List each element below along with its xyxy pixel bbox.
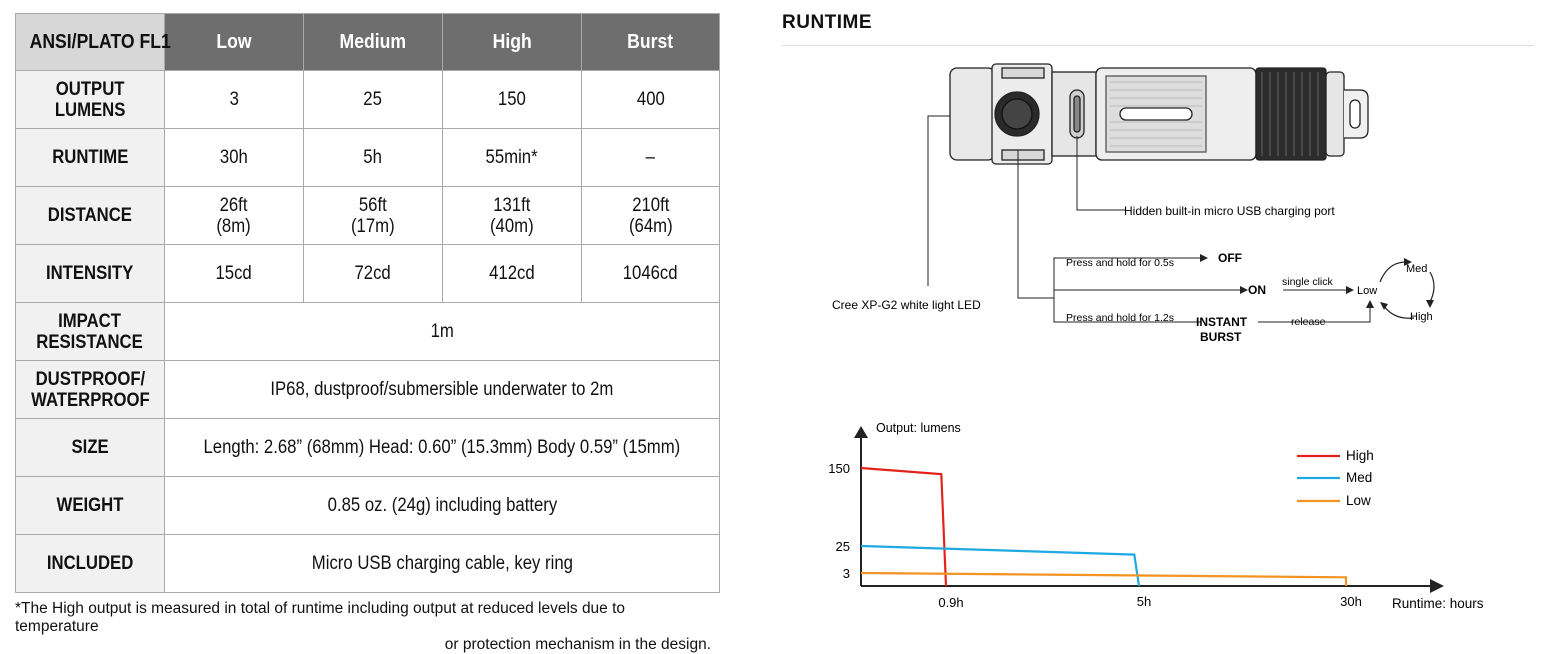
x-tick-label: 5h — [1137, 594, 1151, 609]
table-cell: 30h — [164, 128, 304, 187]
spec-row-output: OUTPUT LUMENS 3 25 150 400 — [15, 70, 720, 129]
spec-row-distance: DISTANCE 26ft (8m) 56ft (17m) 131ft (40m… — [15, 186, 720, 245]
row-label: SIZE — [15, 418, 165, 477]
footnote-line-1: *The High output is measured in total of… — [15, 600, 626, 635]
y-tick-label: 150 — [828, 461, 850, 476]
flashlight-diagram: Hidden built-in micro USB charging port … — [832, 63, 1435, 344]
hold-long-label: Press and hold for 1.2s — [1066, 312, 1174, 324]
spec-row-runtime: RUNTIME 30h 5h 55min* – — [15, 128, 720, 187]
table-cell: 1046cd — [581, 244, 720, 303]
section-title: RUNTIME — [782, 12, 873, 33]
row-label: WEIGHT — [15, 476, 165, 535]
series-line-med — [860, 544, 1141, 587]
table-cell: 72cd — [303, 244, 443, 303]
spec-header-row: ANSI/PLATO FL1 Low Medium High Burst — [15, 13, 720, 71]
table-cell: 26ft (8m) — [164, 186, 304, 245]
spec-header-low: Low — [164, 13, 304, 71]
table-cell: 55min* — [442, 128, 582, 187]
single-click-label: single click — [1282, 276, 1334, 288]
x-axis-arrow-icon — [1430, 579, 1444, 593]
row-label: OUTPUT LUMENS — [15, 70, 165, 129]
spec-row-impact: IMPACT RESISTANCE 1m — [15, 302, 720, 361]
y-tick-label: 25 — [836, 539, 850, 554]
hold-short-label: Press and hold for 0.5s — [1066, 257, 1174, 269]
table-cell: – — [581, 128, 720, 187]
footnote-line-2: or protection mechanism in the design. — [444, 636, 711, 653]
row-label: IMPACT RESISTANCE — [15, 302, 165, 361]
instant-label: INSTANT — [1196, 315, 1248, 329]
table-cell-span: 1m — [164, 302, 720, 361]
spec-row-intensity: INTENSITY 15cd 72cd 412cd 1046cd — [15, 244, 720, 303]
table-cell: 412cd — [442, 244, 582, 303]
row-label: DUSTPROOF/ WATERPROOF — [15, 360, 165, 419]
led-label: Cree XP-G2 white light LED — [832, 298, 981, 312]
y-axis-label: Output: lumens — [876, 421, 961, 435]
spec-row-size: SIZE Length: 2.68” (68mm) Head: 0.60” (1… — [15, 418, 720, 477]
runtime-chart: Output: lumens Runtime: hours 150 25 3 0… — [828, 421, 1484, 611]
table-cell-span: Micro USB charging cable, key ring — [164, 534, 720, 593]
table-cell: 15cd — [164, 244, 304, 303]
table-cell: 400 — [581, 70, 720, 129]
x-axis-label: Runtime: hours — [1392, 596, 1484, 611]
spec-row-weight: WEIGHT 0.85 oz. (24g) including battery — [15, 476, 720, 535]
mode-med-label: Med — [1406, 263, 1427, 275]
section-divider — [782, 45, 1534, 46]
table-cell: 25 — [303, 70, 443, 129]
table-cell: 150 — [442, 70, 582, 129]
series-line-low — [860, 571, 1348, 586]
mode-low-label: Low — [1357, 285, 1377, 297]
x-tick-label: 30h — [1340, 594, 1362, 609]
y-axis-arrow-icon — [854, 426, 868, 438]
series-line-high — [860, 466, 948, 587]
chart-legend: High Med Low — [1297, 448, 1374, 508]
table-cell-span: IP68, dustproof/submersible underwater t… — [164, 360, 720, 419]
burst-label: BURST — [1200, 330, 1242, 344]
legend-label-high: High — [1346, 448, 1374, 463]
table-cell: 210ft (64m) — [581, 186, 720, 245]
usb-port-label: Hidden built-in micro USB charging port — [1124, 204, 1335, 218]
table-cell: 3 — [164, 70, 304, 129]
row-label: DISTANCE — [15, 186, 165, 245]
spec-header-medium: Medium — [303, 13, 443, 71]
table-cell: 131ft (40m) — [442, 186, 582, 245]
row-label: RUNTIME — [15, 128, 165, 187]
footnote: *The High output is measured in total of… — [15, 600, 711, 654]
chart-axes — [860, 432, 1436, 587]
legend-label-low: Low — [1346, 493, 1371, 508]
legend-label-med: Med — [1346, 470, 1372, 485]
spec-row-included: INCLUDED Micro USB charging cable, key r… — [15, 534, 720, 593]
table-cell: 56ft (17m) — [303, 186, 443, 245]
row-label: INCLUDED — [15, 534, 165, 593]
spec-header-burst: Burst — [581, 13, 720, 71]
flashlight-illustration — [949, 63, 1369, 165]
release-label: release — [1291, 316, 1326, 328]
spec-table: ANSI/PLATO FL1 Low Medium High Burst OUT… — [15, 13, 720, 593]
y-tick-label: 3 — [843, 566, 850, 581]
spec-row-waterproof: DUSTPROOF/ WATERPROOF IP68, dustproof/su… — [15, 360, 720, 419]
off-label: OFF — [1218, 251, 1242, 265]
table-cell-span: Length: 2.68” (68mm) Head: 0.60” (15.3mm… — [164, 418, 720, 477]
spec-header-standard: ANSI/PLATO FL1 — [15, 13, 171, 71]
spec-header-high: High — [442, 13, 582, 71]
table-cell-span: 0.85 oz. (24g) including battery — [164, 476, 720, 535]
table-cell: 5h — [303, 128, 443, 187]
x-tick-label: 0.9h — [938, 595, 963, 610]
row-label: INTENSITY — [15, 244, 165, 303]
mode-high-label: High — [1410, 311, 1433, 323]
on-label: ON — [1248, 283, 1266, 297]
